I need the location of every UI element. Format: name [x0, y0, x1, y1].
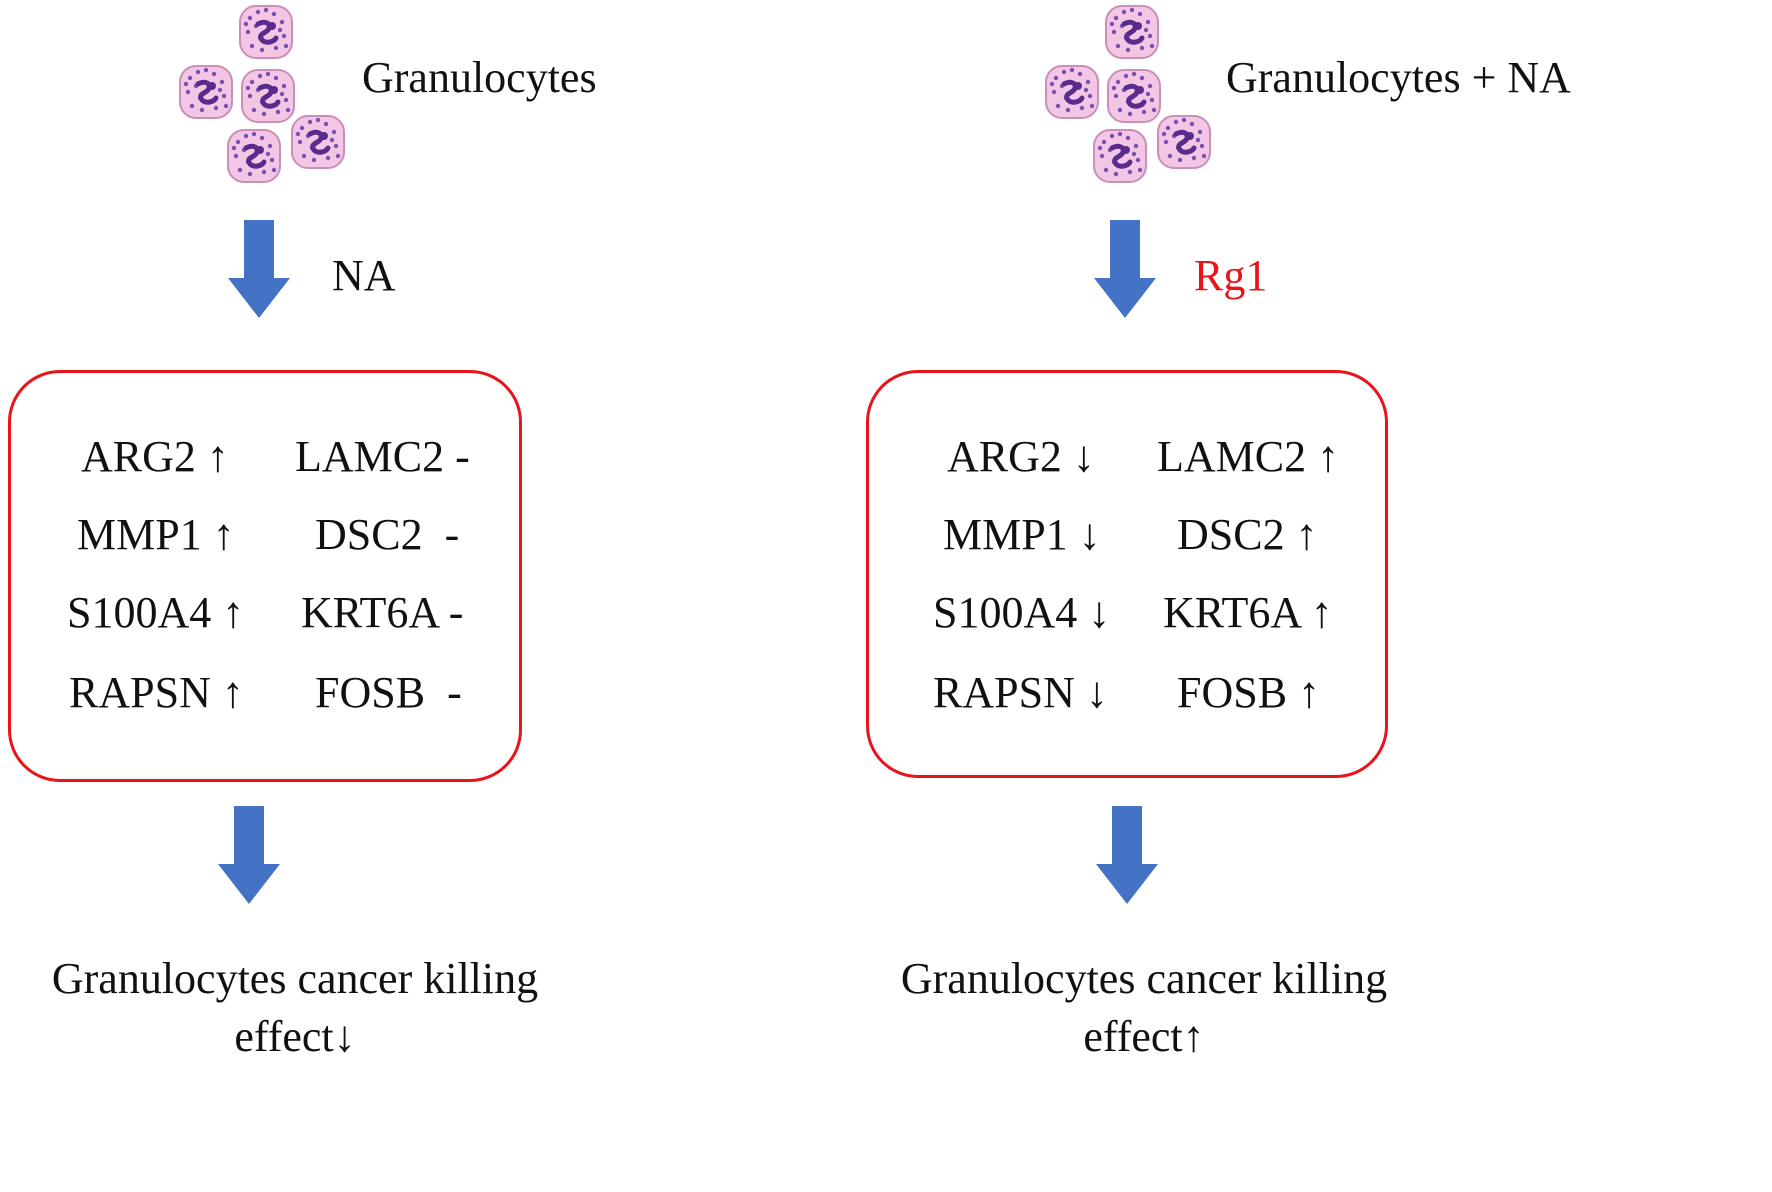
- cells-label: Granulocytes: [362, 53, 597, 102]
- gene-item: S100A4 ↓: [933, 588, 1111, 637]
- gene-expression-box: ARG2 ↑ MMP1 ↑ S100A4 ↑ RAPSN ↑ LAMC2 - D…: [8, 370, 522, 782]
- outcome-text: Granulocytes cancer killing effect↑: [886, 950, 1402, 1066]
- granulocyte-cell-icon: [224, 126, 284, 186]
- down-arrow-icon: [218, 806, 280, 904]
- gene-item: FOSB -: [315, 668, 462, 717]
- granulocyte-cell-icon: [1104, 66, 1164, 126]
- gene-item: LAMC2 ↑: [1157, 432, 1340, 481]
- gene-item: MMP1 ↑: [77, 510, 235, 559]
- down-arrow-icon: [1096, 806, 1158, 904]
- gene-item: LAMC2 -: [295, 432, 470, 481]
- granulocyte-cell-icon: [1102, 2, 1162, 62]
- down-arrow-icon: [1094, 220, 1156, 318]
- gene-item: MMP1 ↓: [943, 510, 1101, 559]
- outcome-line-1: Granulocytes cancer killing: [51, 954, 539, 1003]
- gene-expression-box: ARG2 ↓ MMP1 ↓ S100A4 ↓ RAPSN ↓ LAMC2 ↑ D…: [866, 370, 1388, 778]
- treatment-label: NA: [332, 251, 396, 300]
- gene-item: RAPSN ↑: [69, 668, 244, 717]
- down-arrow-icon: [228, 220, 290, 318]
- gene-item: DSC2 -: [315, 510, 460, 559]
- granulocyte-cell-icon: [236, 2, 296, 62]
- granulocyte-cell-icon: [1090, 126, 1150, 186]
- gene-item: KRT6A ↑: [1163, 588, 1333, 637]
- gene-item: FOSB ↑: [1177, 668, 1321, 717]
- cells-label: Granulocytes + NA: [1226, 53, 1571, 102]
- outcome-text: Granulocytes cancer killing effect↓: [0, 950, 590, 1066]
- granulocyte-cell-icon: [238, 66, 298, 126]
- granulocyte-cell-icon: [176, 62, 236, 122]
- outcome-line-2: effect↑: [1083, 1012, 1205, 1061]
- gene-item: DSC2 ↑: [1177, 510, 1318, 559]
- outcome-line-1: Granulocytes cancer killing: [900, 954, 1388, 1003]
- gene-item: KRT6A -: [301, 588, 464, 637]
- gene-item: ARG2 ↑: [81, 432, 229, 481]
- panel-control: Granulocytes NA ARG2 ↑ MMP1 ↑ S100A4 ↑ R…: [0, 2, 597, 1066]
- gene-item: S100A4 ↑: [67, 588, 245, 637]
- treatment-label: Rg1: [1194, 251, 1268, 300]
- gene-item: ARG2 ↓: [947, 432, 1095, 481]
- granulocyte-cell-icon: [1154, 112, 1214, 172]
- outcome-line-2: effect↓: [234, 1012, 356, 1061]
- granulocyte-cell-icon: [1042, 62, 1102, 122]
- granulocyte-cell-icon: [288, 112, 348, 172]
- gene-item: RAPSN ↓: [933, 668, 1108, 717]
- panel-treatment: Granulocytes + NA Rg1 ARG2 ↓ MMP1 ↓ S100…: [866, 0, 1772, 1192]
